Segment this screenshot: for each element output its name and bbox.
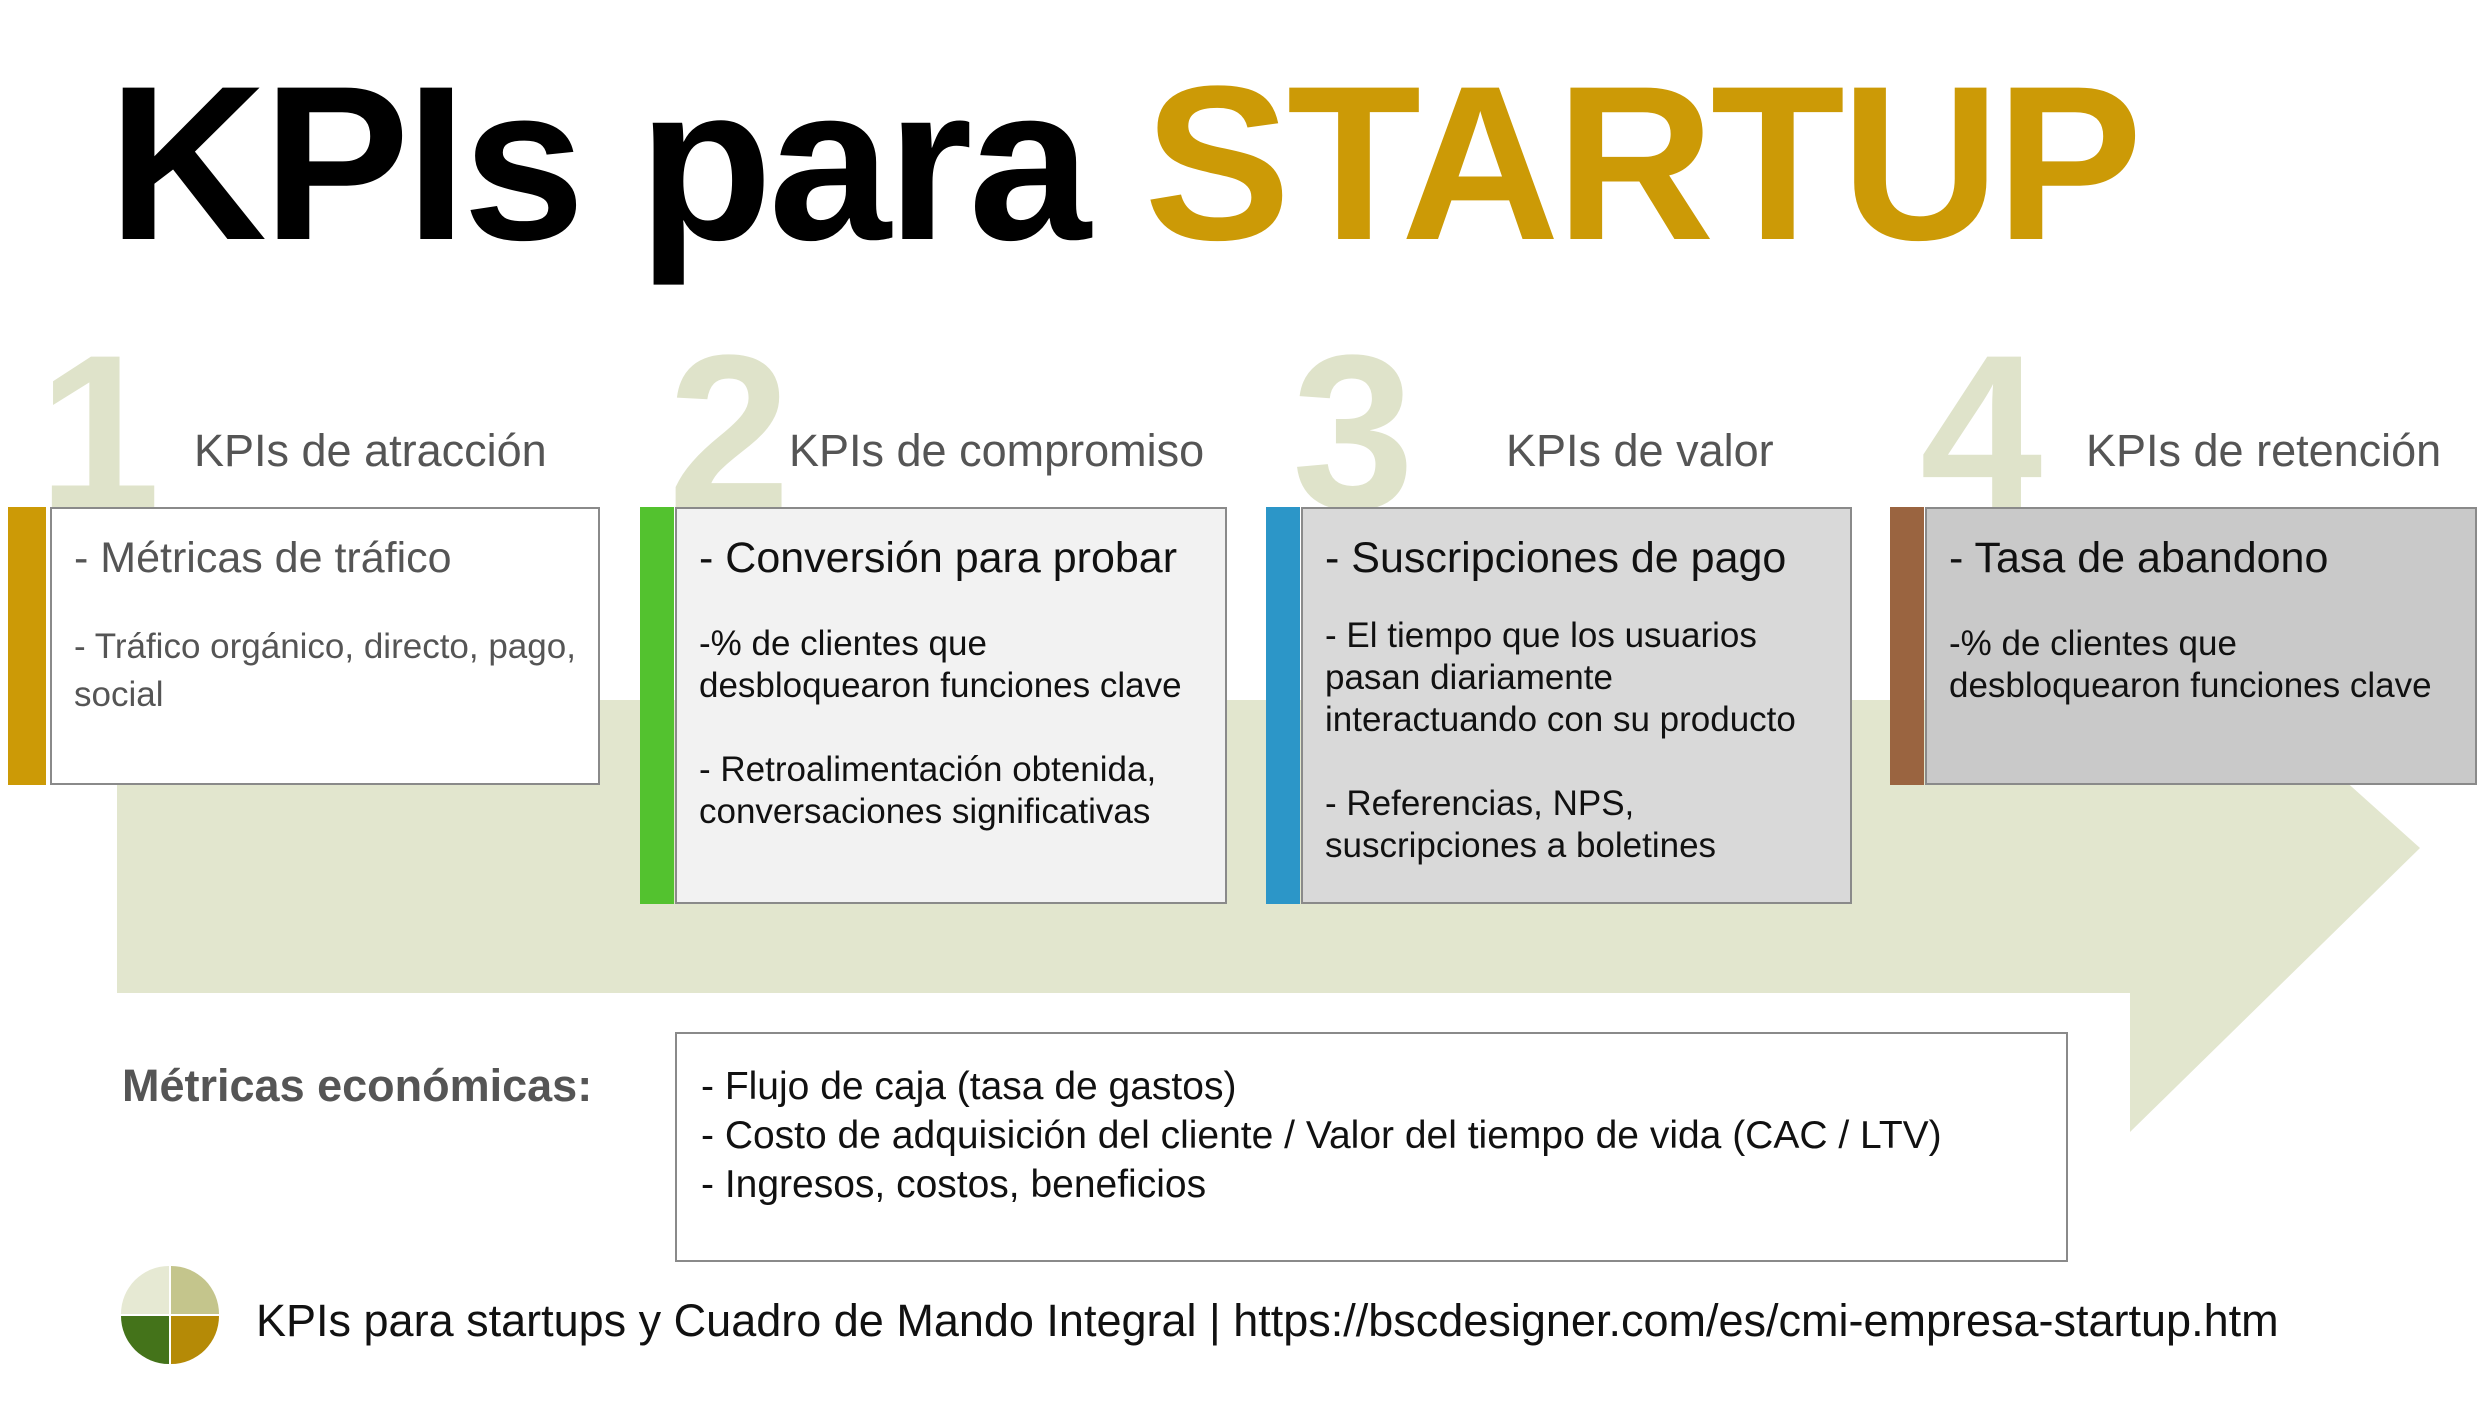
page-title: KPIs para STARTUP (108, 48, 2143, 278)
stage-2-card: - Conversión para probar -% de clientes … (675, 507, 1227, 904)
economic-item: - Flujo de caja (tasa de gastos) (701, 1065, 1237, 1108)
stage-4-card-title: - Tasa de abandono (1949, 534, 2329, 582)
stage-4-point-1: -% de clientes que desbloquearon funcion… (1949, 624, 2432, 705)
stage-1-card: - Métricas de tráfico - Tráfico orgánico… (50, 507, 600, 785)
stage-1-card-title: - Métricas de tráfico (74, 534, 452, 582)
stage-2-heading: KPIs de compromiso (789, 425, 1205, 476)
stage-2-card-title: - Conversión para probar (699, 534, 1178, 582)
stage-3-point-2: - Referencias, NPS, suscripciones a bole… (1325, 784, 1717, 865)
stage-1-color-bar (8, 507, 46, 785)
stage-1-point-1: - Tráfico orgánico, directo, pago, socia… (74, 627, 576, 714)
stage-3-card-title: - Suscripciones de pago (1325, 534, 1787, 582)
bsc-logo (121, 1266, 219, 1364)
stage-4-color-bar (1890, 507, 1924, 785)
stage-3-color-bar (1266, 507, 1300, 904)
economic-item: - Costo de adquisición del cliente / Val… (701, 1114, 1942, 1157)
economic-metrics-box: - Flujo de caja (tasa de gastos) - Costo… (675, 1032, 2068, 1262)
stage-2-number: 2 (668, 309, 791, 555)
stage-2-point-2: - Retroalimentación obtenida, conversaci… (699, 750, 1157, 831)
stage-4-number: 4 (1920, 309, 2043, 555)
stage-3-point-1: - El tiempo que los usuarios pasan diari… (1325, 616, 1796, 739)
stage-4-heading: KPIs de retención (2086, 425, 2442, 476)
economic-item: - Ingresos, costos, beneficios (701, 1163, 1207, 1206)
title-highlight: STARTUP (1144, 40, 2143, 286)
economic-metrics-label: Métricas económicas: (122, 1060, 593, 1111)
title-prefix: KPIs para (108, 40, 1145, 286)
stage-2-point-1: -% de clientes que desbloquearon funcion… (699, 624, 1182, 705)
stage-3-number: 3 (1292, 309, 1415, 555)
stage-3-card: - Suscripciones de pago - El tiempo que … (1301, 507, 1852, 904)
stage-1-heading: KPIs de atracción (194, 425, 547, 476)
stage-1-number: 1 (38, 309, 161, 555)
footer-text: KPIs para startups y Cuadro de Mando Int… (256, 1295, 2279, 1346)
stage-2-color-bar (640, 507, 674, 904)
stage-4-card: - Tasa de abandono -% de clientes que de… (1925, 507, 2477, 785)
stage-3-heading: KPIs de valor (1506, 425, 1774, 476)
